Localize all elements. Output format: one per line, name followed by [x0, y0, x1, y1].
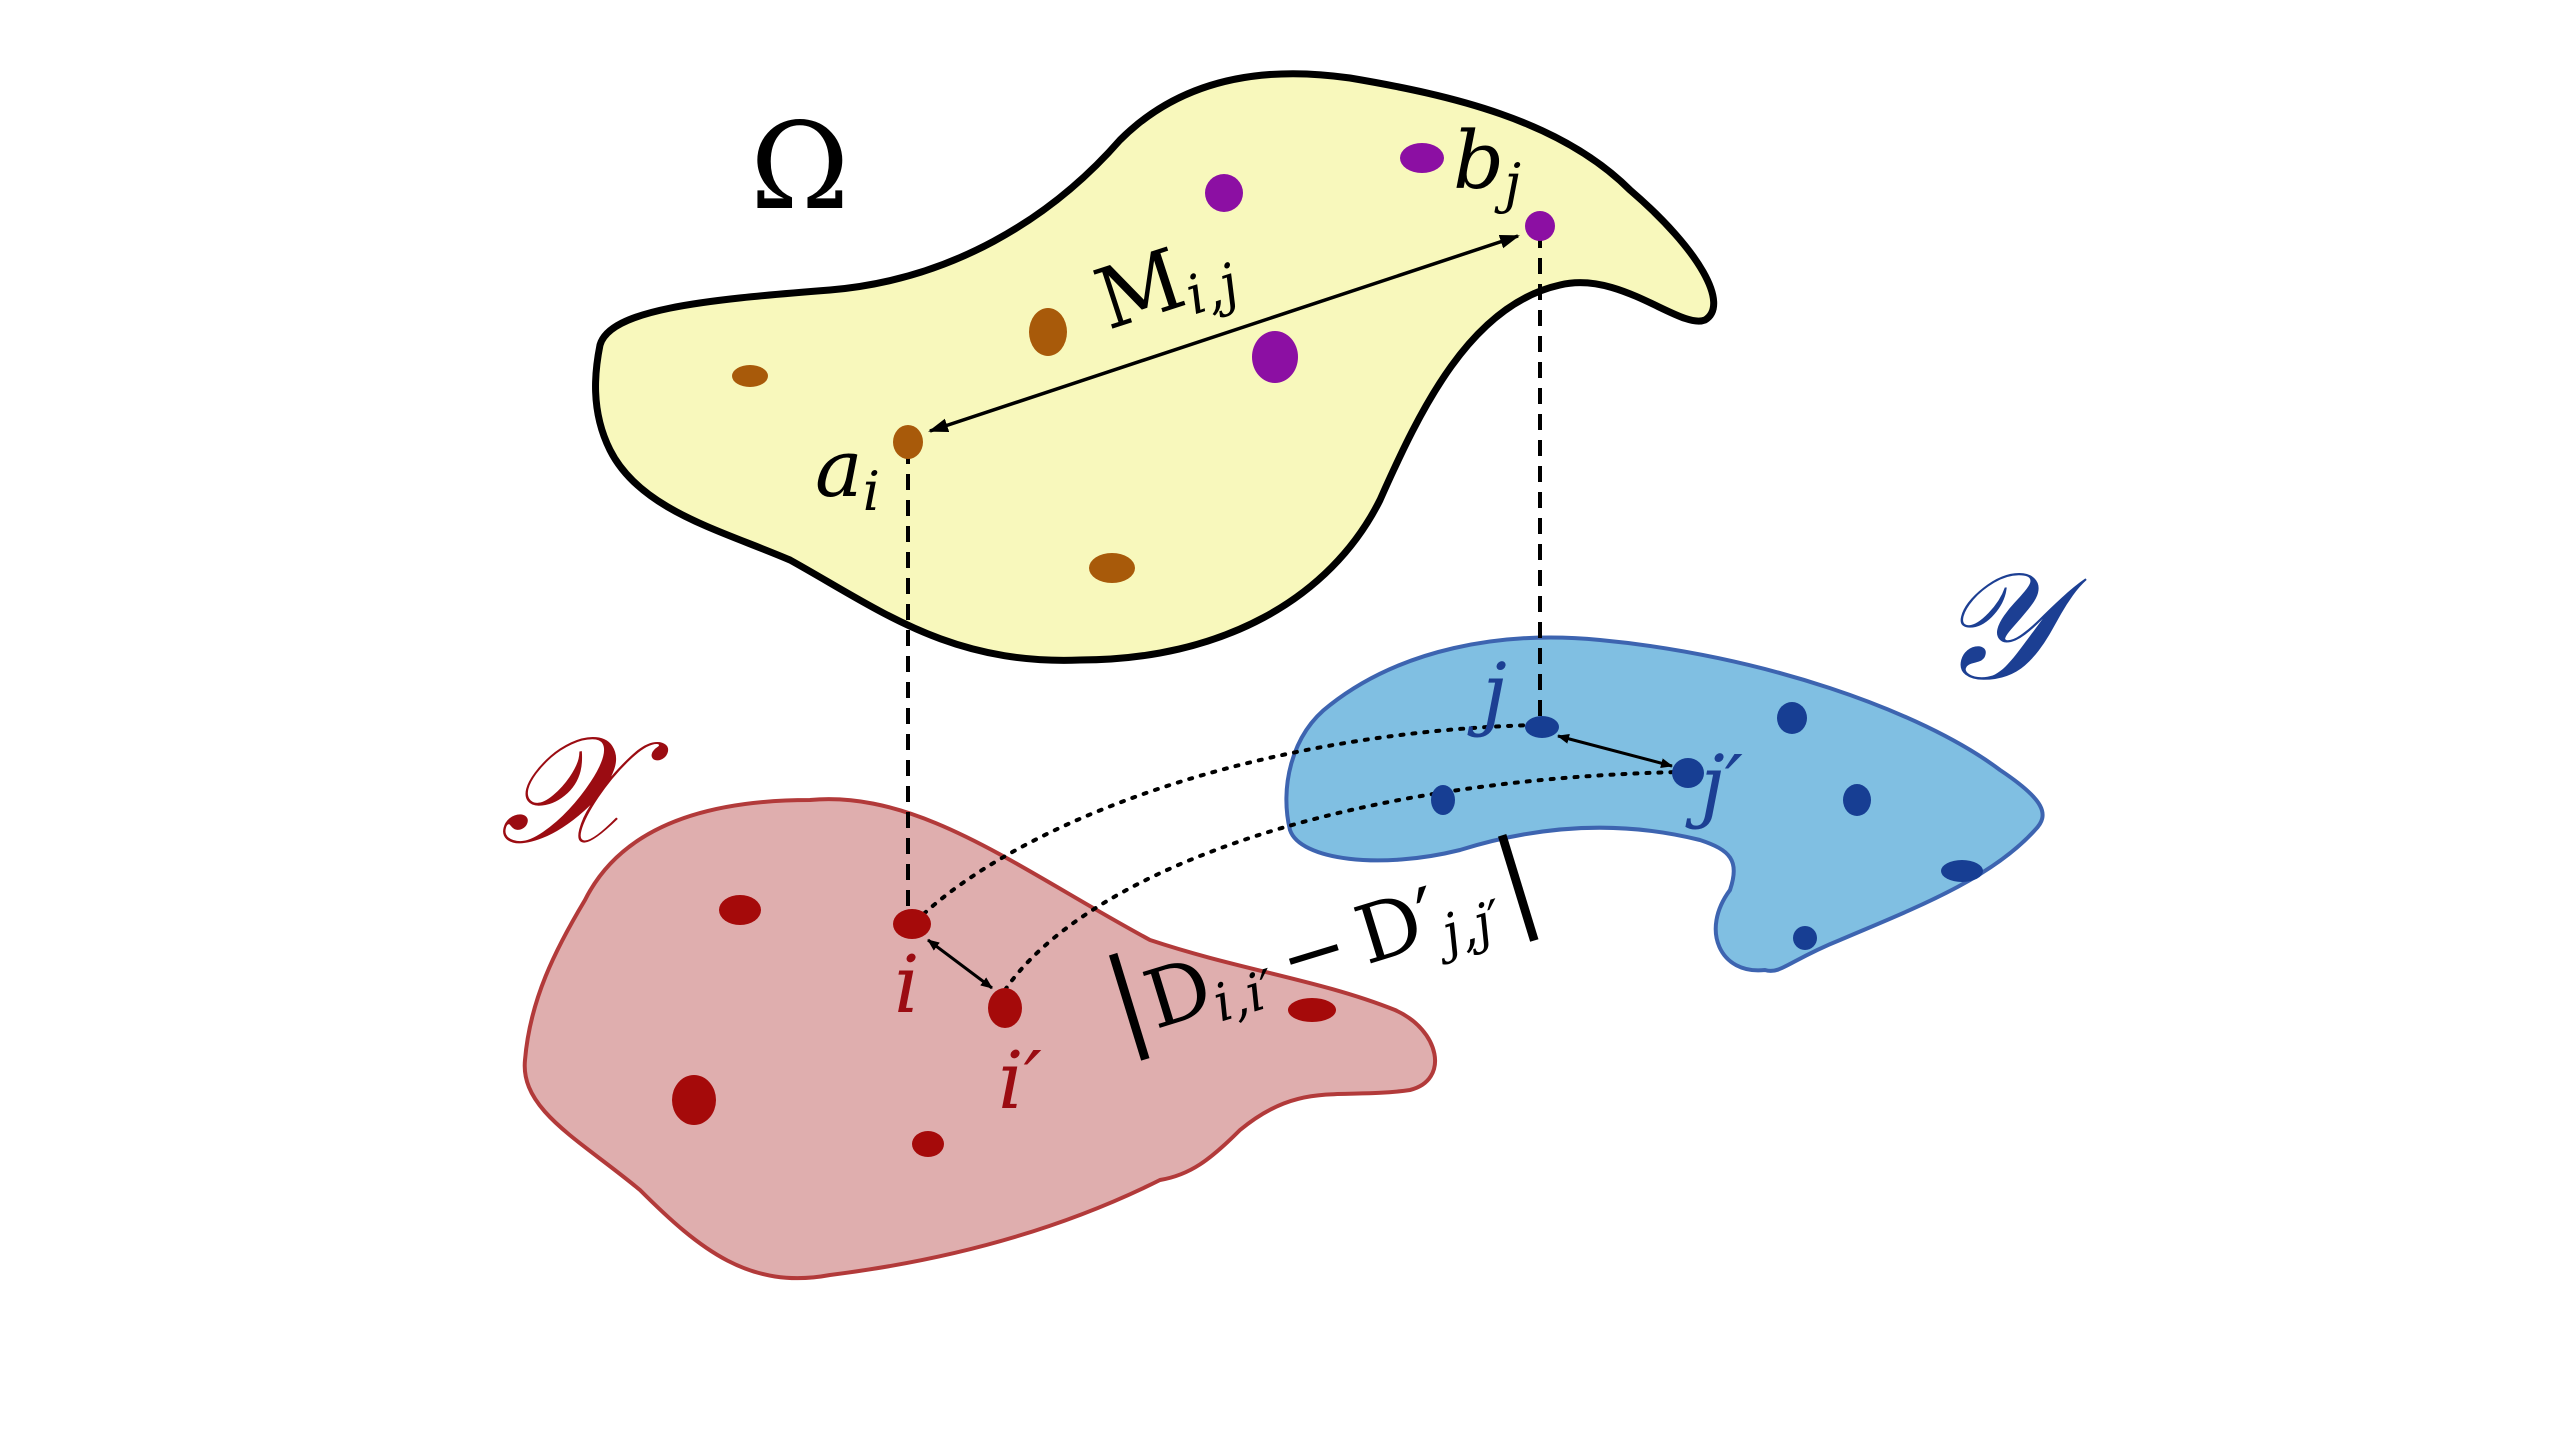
- a-i-label: ai: [815, 422, 880, 523]
- y-region: [1284, 635, 2045, 973]
- arrow-i-iprime: [927, 938, 993, 990]
- x-point: [719, 895, 761, 925]
- x-point: [912, 1131, 944, 1157]
- x-point-i: [893, 909, 931, 939]
- omega-orange-point: [1089, 553, 1135, 583]
- omega-purple-point: [1205, 174, 1243, 212]
- x-point-iprime: [988, 988, 1022, 1028]
- dotted-link-iprime-jprime: [1003, 770, 1682, 992]
- omega-label: Ω: [750, 98, 850, 237]
- omega-purple-point-bj: [1525, 211, 1555, 241]
- arrow-j-jprime: [1557, 733, 1673, 769]
- omega-orange-point: [1029, 308, 1067, 356]
- omega-orange-point: [732, 365, 768, 387]
- arrow-m-ij: [928, 234, 1520, 433]
- y-point: [1941, 860, 1983, 882]
- omega-purple-point: [1252, 331, 1298, 383]
- b-j-label: bj: [1453, 114, 1521, 215]
- y-point: [1843, 784, 1871, 816]
- y-point: [1777, 702, 1807, 734]
- x-point: [1288, 998, 1336, 1022]
- omega-orange-point-ai: [893, 425, 923, 459]
- i-label: i: [894, 938, 920, 1031]
- y-point: [1431, 785, 1455, 815]
- y-point: [1793, 926, 1817, 950]
- y-point-j: [1525, 716, 1559, 738]
- x-point: [672, 1075, 716, 1125]
- y-space-label: 𝒴: [1936, 540, 2087, 714]
- y-point-jprime: [1672, 758, 1704, 788]
- i-prime-label: i′: [998, 1034, 1042, 1127]
- omega-purple-point: [1400, 143, 1444, 173]
